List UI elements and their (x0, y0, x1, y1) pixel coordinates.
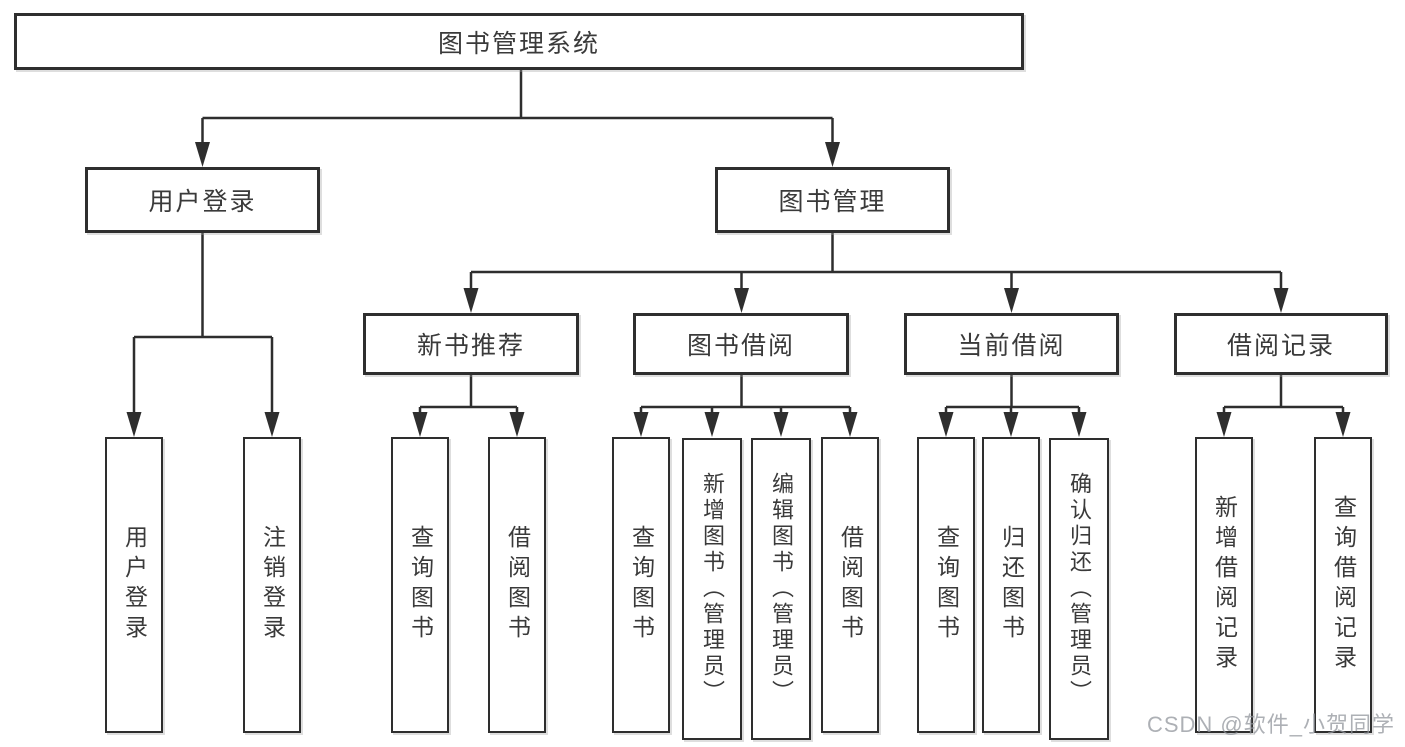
node-current-borrow-label: 当前借阅 (957, 332, 1066, 360)
leaf-query-book-recommend: 查询图书 (391, 437, 449, 733)
arrowhead (938, 412, 954, 437)
connector-path (132, 70, 1345, 414)
node-book-borrow: 图书借阅 (633, 313, 849, 375)
leaf-confirm-return-admin: 确认归还（管理员） (1049, 438, 1109, 740)
arrowhead (264, 412, 280, 437)
arrowhead (1004, 288, 1019, 313)
leaf-borrow-book: 借阅图书 (821, 437, 879, 733)
node-user-login-label: 用户登录 (148, 188, 257, 216)
arrowhead (825, 142, 840, 167)
leaf-add-borrow-record: 新增借阅记录 (1195, 437, 1253, 733)
leaf-user-login: 用户登录 (105, 437, 163, 733)
leaf-logout-label: 注销登录 (259, 525, 286, 645)
leaf-query-book-recommend-label: 查询图书 (407, 525, 434, 645)
arrowhead (734, 288, 749, 313)
node-current-borrow: 当前借阅 (904, 313, 1119, 375)
node-book-borrow-label: 图书借阅 (686, 332, 795, 360)
arrowhead (195, 142, 210, 167)
leaf-borrow-book-recommend-label: 借阅图书 (504, 525, 531, 645)
arrowhead (412, 412, 428, 437)
arrowhead (704, 412, 720, 437)
leaf-query-book-current: 查询图书 (917, 437, 975, 733)
leaf-add-book-admin-label: 新增图书（管理员） (700, 472, 725, 706)
arrowhead (633, 412, 649, 437)
leaf-query-borrow-record: 查询借阅记录 (1314, 437, 1372, 733)
leaf-borrow-book-label: 借阅图书 (837, 525, 864, 645)
node-borrow-records-label: 借阅记录 (1226, 332, 1335, 360)
node-root-label: 图书管理系统 (437, 29, 600, 58)
leaf-borrow-book-recommend: 借阅图书 (488, 437, 546, 733)
arrowhead (126, 412, 142, 437)
leaf-add-book-admin: 新增图书（管理员） (682, 438, 742, 740)
leaf-edit-book-admin: 编辑图书（管理员） (751, 438, 811, 740)
leaf-logout: 注销登录 (243, 437, 301, 733)
leaf-add-borrow-record-label: 新增借阅记录 (1211, 495, 1238, 675)
leaf-edit-book-admin-label: 编辑图书（管理员） (769, 472, 794, 706)
arrowhead (842, 412, 858, 437)
leaf-query-borrow-record-label: 查询借阅记录 (1330, 495, 1357, 675)
arrowhead (463, 288, 479, 313)
node-new-book-recommend-label: 新书推荐 (416, 332, 525, 360)
leaf-return-book-label: 归还图书 (998, 525, 1025, 645)
arrowheads (126, 142, 1351, 437)
leaf-query-book-borrow: 查询图书 (612, 437, 670, 733)
node-root-system: 图书管理系统 (14, 13, 1024, 70)
arrowhead (1335, 412, 1351, 437)
node-book-management-label: 图书管理 (778, 188, 887, 216)
arrowhead (773, 412, 789, 437)
leaf-query-book-current-label: 查询图书 (933, 525, 960, 645)
arrowhead (1273, 288, 1289, 313)
arrowhead (1071, 412, 1087, 437)
arrowhead (1003, 412, 1019, 437)
leaf-return-book: 归还图书 (982, 437, 1040, 733)
leaf-confirm-return-admin-label: 确认归还（管理员） (1067, 472, 1092, 706)
node-borrow-records: 借阅记录 (1174, 313, 1388, 375)
node-new-book-recommend: 新书推荐 (363, 313, 579, 375)
csdn-watermark: CSDN @软件_小贺同学 (1146, 712, 1395, 737)
leaf-query-book-borrow-label: 查询图书 (628, 525, 655, 645)
arrowhead (1216, 412, 1232, 437)
leaf-user-login-label: 用户登录 (121, 525, 148, 645)
node-user-login: 用户登录 (85, 167, 320, 233)
node-book-management: 图书管理 (715, 167, 950, 233)
arrowhead (509, 412, 525, 437)
